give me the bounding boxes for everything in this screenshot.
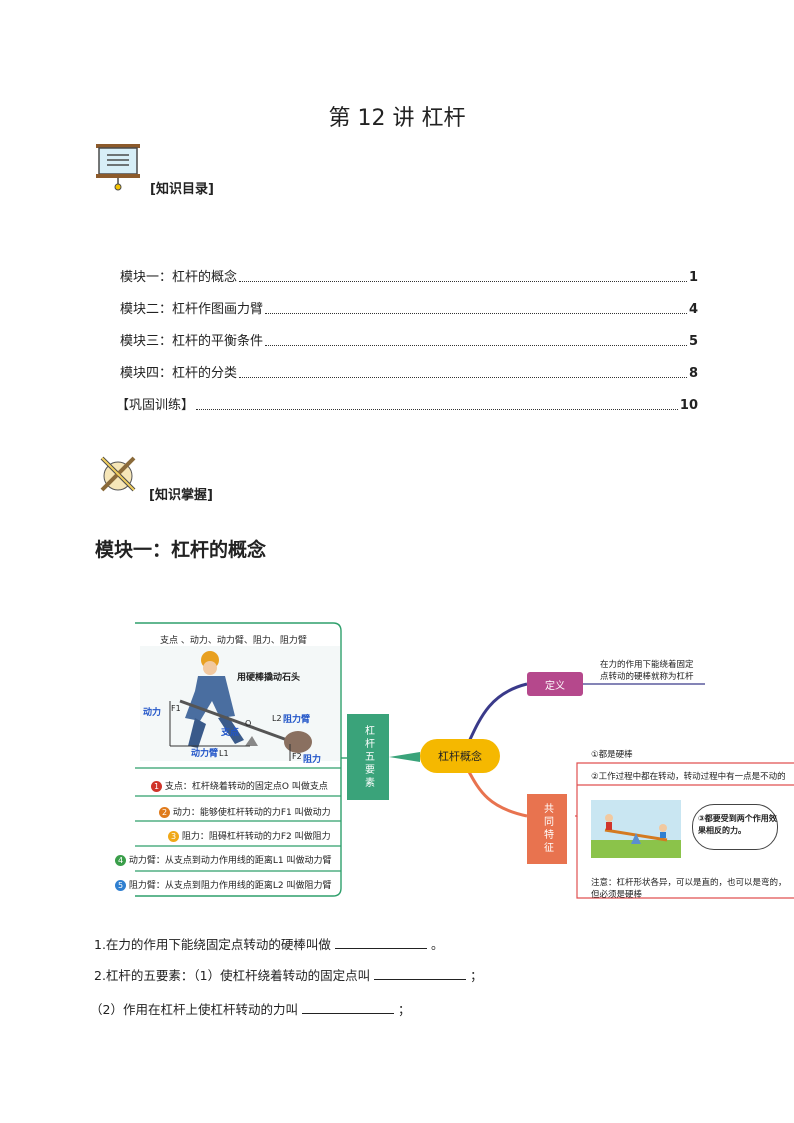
definition-box: 定义 <box>527 672 583 696</box>
fig-label-f1: F1 <box>171 704 181 713</box>
presentation-board-icon <box>96 144 140 191</box>
fig-label-o: O <box>245 719 252 728</box>
lever-illustration <box>140 646 340 761</box>
fig-label-fulcrum: 支点 <box>221 728 240 738</box>
definition-text-1: 在力的作用下能绕着固定 <box>600 660 694 670</box>
fig-label-l1: L1 <box>219 749 229 758</box>
definition-text-2: 点转动的硬棒就称为杠杆 <box>600 672 694 682</box>
note-text-2: 但必须是硬棒 <box>591 890 643 900</box>
element-item: 3 阻力：阻碍杠杆转动的力F2 叫做阻力 <box>168 829 331 842</box>
fig-label-resistance: 阻力 <box>303 755 322 765</box>
module-heading: 模块一：杠杆的概念 <box>95 539 267 561</box>
element-item: 4 动力臂：从支点到动力作用线的距离L1 叫做动力臂 <box>115 853 331 866</box>
elements-caption: 支点 、动力、动力臂、阻力、阻力臂 <box>160 636 307 646</box>
answer-blank[interactable] <box>334 938 427 949</box>
question-line: 1.在力的作用下能绕固定点转动的硬棒叫做。 <box>94 937 444 952</box>
question-line: 2.杠杆的五要素：（1）使杠杆绕着转动的固定点叫； <box>94 968 483 983</box>
center-node: 杠杆概念 <box>420 739 500 773</box>
fig-label-f2: F2 <box>292 752 302 761</box>
fig-label-force: 动力 <box>143 708 162 718</box>
toc-item[interactable]: 【巩固训练】10 <box>116 398 698 413</box>
pencil-ruler-icon <box>100 456 136 492</box>
element-item: 1 支点：杠杆绕着转动的固定点O 叫做支点 <box>151 779 328 792</box>
mindmap-connectors <box>135 622 794 899</box>
section-label-knowledge: [知识掌握] <box>149 488 213 503</box>
answer-blank[interactable] <box>301 1003 394 1014</box>
element-item: 5 阻力臂：从支点到阻力作用线的距离L2 叫做阻力臂 <box>115 878 331 891</box>
fig-label-l2: L2 <box>272 714 282 723</box>
cloud-bubble <box>692 804 778 850</box>
answer-blank[interactable] <box>374 969 467 980</box>
fig-label-resist-arm: 阻力臂 <box>283 715 311 725</box>
feature-item-1: ①都是硬棒 <box>591 750 633 760</box>
illustration-caption: 用硬棒撬动石头 <box>237 673 301 683</box>
seesaw-illustration <box>591 800 681 858</box>
cloud-text-1: ③都要受到两个作用效 <box>698 814 777 823</box>
element-item: 2 动力：能够使杠杆转动的力F1 叫做动力 <box>159 805 331 818</box>
fig-label-force-arm: 动力臂 <box>191 749 219 759</box>
cloud-text-2: 果相反的力。 <box>698 826 746 835</box>
section-label-toc: [知识目录] <box>150 182 214 197</box>
note-text-1: 注意：杠杆形状各异，可以是直的，也可以是弯的， <box>591 878 787 888</box>
page-title: 第 12 讲 杠杆 <box>328 106 466 131</box>
question-line: （2）作用在杠杆上使杠杆转动的力叫； <box>90 1002 411 1017</box>
five-elements-box: 杠杆五要素 <box>347 714 389 800</box>
mindmap: 支点 、动力、动力臂、阻力、阻力臂 用硬棒撬动石头 动力 F1 支点 O L2 … <box>115 618 794 903</box>
feature-item-2: ②工作过程中都在转动，转动过程中有一点是不动的 <box>591 772 786 782</box>
common-features-box: 共同特征 <box>527 794 567 864</box>
